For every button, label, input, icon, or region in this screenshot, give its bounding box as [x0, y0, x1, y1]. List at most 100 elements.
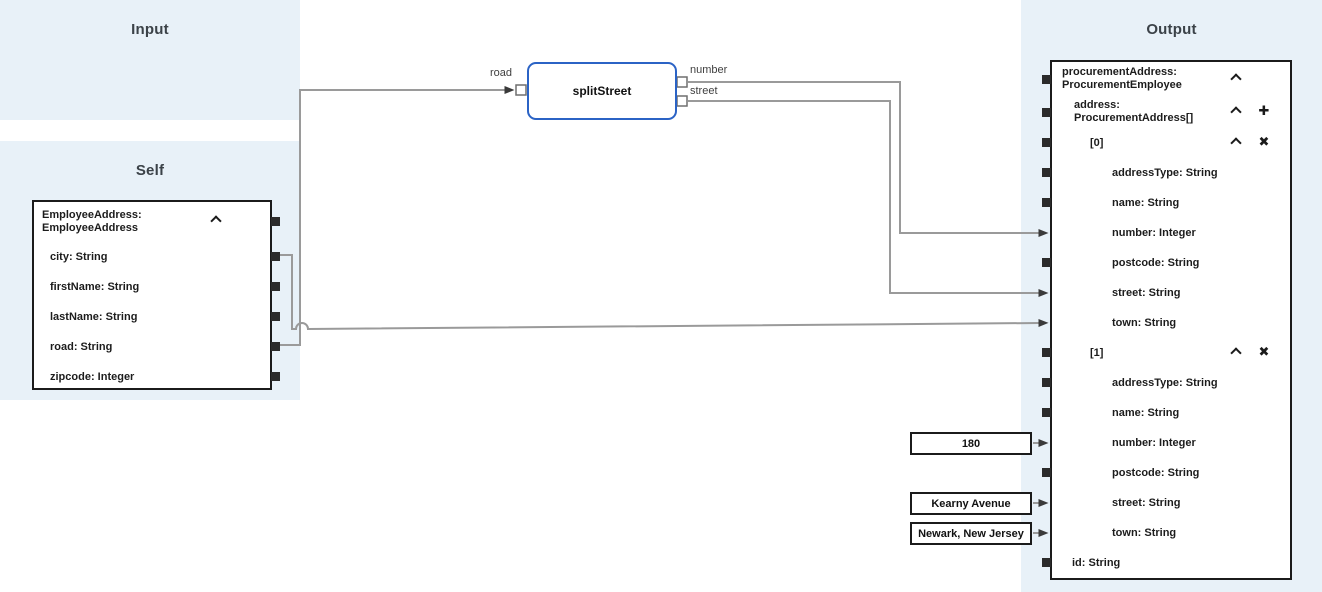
connector-port[interactable]	[1042, 558, 1051, 567]
function-name: splitStreet	[572, 84, 632, 98]
tree-row-firstname[interactable]: firstName: String	[34, 272, 280, 302]
self-tree-box: EmployeeAddress: EmployeeAddress city: S…	[32, 200, 280, 392]
row-label: lastName: String	[50, 311, 138, 323]
connector-port[interactable]	[271, 312, 280, 321]
input-panel: Input	[0, 0, 300, 120]
connector-port[interactable]	[1042, 75, 1051, 84]
row-label: road: String	[50, 341, 113, 353]
x-icon[interactable]: ✖	[1258, 345, 1270, 360]
tree-row-id[interactable]: id: String	[1042, 548, 1290, 578]
tree-row-postcode-0[interactable]: postcode: String	[1042, 248, 1290, 278]
tree-row-name-0[interactable]: name: String	[1042, 188, 1290, 218]
row-label-group: address: ProcurementAddress[]	[1074, 99, 1193, 125]
tree-row-town-1[interactable]: town: String	[1052, 518, 1290, 548]
tree-row-town-0[interactable]: town: String	[1052, 308, 1290, 338]
connector-port[interactable]	[1042, 108, 1051, 117]
row-label: city: String	[50, 251, 108, 263]
connector-port[interactable]	[271, 372, 280, 381]
connector-port[interactable]	[271, 282, 280, 291]
row-label-group: EmployeeAddress: EmployeeAddress	[42, 209, 142, 235]
row-label: firstName: String	[50, 281, 140, 293]
row-label: addressType: String	[1112, 377, 1218, 389]
input-panel-title: Input	[131, 21, 169, 38]
tree-row-employeeaddress[interactable]: EmployeeAddress: EmployeeAddress	[34, 202, 280, 242]
tree-row-postcode-1[interactable]: postcode: String	[1042, 458, 1290, 488]
row-label: postcode: String	[1112, 257, 1200, 269]
function-node-splitstreet[interactable]: splitStreet	[527, 62, 677, 120]
row-label-line2: ProcurementAddress[]	[1074, 112, 1194, 124]
collapse-chevron-icon[interactable]	[1230, 137, 1242, 149]
tree-row-lastname[interactable]: lastName: String	[34, 302, 280, 332]
row-label-group: procurementAddress: ProcurementEmployee	[1062, 66, 1182, 92]
tree-row-item-0[interactable]: [0] ✖	[1042, 128, 1290, 158]
connector-port[interactable]	[1042, 198, 1051, 207]
tree-row-addresstype-0[interactable]: addressType: String	[1042, 158, 1290, 188]
row-label: street: String	[1112, 497, 1181, 509]
row-label-line1: procurementAddress:	[1062, 66, 1177, 78]
constant-box-newark-new-jersey[interactable]: Newark, New Jersey	[910, 522, 1032, 545]
connector-port[interactable]	[1042, 348, 1051, 357]
row-label-line1: address:	[1074, 99, 1120, 111]
row-label-line2: EmployeeAddress	[42, 222, 138, 234]
constant-box-180[interactable]: 180	[910, 432, 1032, 455]
function-output-port-number[interactable]	[676, 76, 688, 88]
row-label: [0]	[1090, 137, 1104, 149]
row-label: [1]	[1090, 347, 1104, 359]
collapse-chevron-icon[interactable]	[1230, 347, 1242, 359]
row-label: postcode: String	[1112, 467, 1200, 479]
tree-row-city[interactable]: city: String	[34, 242, 280, 272]
collapse-chevron-icon[interactable]	[210, 215, 222, 227]
tree-row-number-1[interactable]: number: Integer	[1052, 428, 1290, 458]
wire-number-to-number0[interactable]	[688, 81, 1049, 237]
self-panel-title: Self	[135, 162, 165, 179]
connector-port[interactable]	[271, 217, 280, 226]
constant-value: 180	[961, 437, 981, 450]
wire-road-to-splitstreet[interactable]	[277, 86, 515, 346]
row-label: town: String	[1112, 317, 1177, 329]
constant-box-kearny-avenue[interactable]: Kearny Avenue	[910, 492, 1032, 515]
connector-port[interactable]	[1042, 408, 1051, 417]
tree-row-procurementaddress[interactable]: procurementAddress: ProcurementEmployee	[1042, 62, 1290, 96]
connector-port[interactable]	[271, 252, 280, 261]
connector-port[interactable]	[271, 342, 280, 351]
tree-row-item-1[interactable]: [1] ✖	[1042, 338, 1290, 368]
tree-row-number-0[interactable]: number: Integer	[1052, 218, 1290, 248]
row-label-line1: EmployeeAddress:	[42, 209, 142, 221]
x-icon[interactable]: ✖	[1258, 135, 1270, 150]
row-label: name: String	[1112, 197, 1180, 209]
function-input-port[interactable]	[515, 84, 527, 96]
connector-port[interactable]	[1042, 168, 1051, 177]
tree-row-road[interactable]: road: String	[34, 332, 280, 362]
plus-icon[interactable]: ✚	[1258, 104, 1270, 119]
tree-row-name-1[interactable]: name: String	[1042, 398, 1290, 428]
port-label-street: street	[690, 85, 718, 97]
row-label: street: String	[1112, 287, 1181, 299]
connector-port[interactable]	[1042, 138, 1051, 147]
constant-value: Newark, New Jersey	[918, 527, 1024, 540]
tree-row-zipcode[interactable]: zipcode: Integer	[34, 362, 280, 392]
output-tree-box: procurementAddress: ProcurementEmployee …	[1042, 60, 1292, 580]
row-label: zipcode: Integer	[50, 371, 135, 383]
connector-port[interactable]	[1042, 378, 1051, 387]
row-label-line2: ProcurementEmployee	[1062, 79, 1182, 91]
tree-row-address[interactable]: address: ProcurementAddress[] ✚	[1042, 96, 1290, 128]
row-label: id: String	[1072, 557, 1121, 569]
tree-row-street-1[interactable]: street: String	[1052, 488, 1290, 518]
wire-city-to-town0[interactable]	[277, 254, 1049, 331]
tree-row-addresstype-1[interactable]: addressType: String	[1042, 368, 1290, 398]
row-label: addressType: String	[1112, 167, 1218, 179]
row-label: number: Integer	[1112, 437, 1196, 449]
tree-row-street-0[interactable]: street: String	[1052, 278, 1290, 308]
connector-port[interactable]	[1042, 468, 1051, 477]
row-label: town: String	[1112, 527, 1177, 539]
wire-street-to-street0[interactable]	[688, 100, 1049, 297]
output-panel-title: Output	[1146, 21, 1197, 38]
collapse-chevron-icon[interactable]	[1230, 106, 1242, 118]
function-output-port-street[interactable]	[676, 95, 688, 107]
connector-port[interactable]	[1042, 258, 1051, 267]
collapse-chevron-icon[interactable]	[1230, 73, 1242, 85]
row-label: number: Integer	[1112, 227, 1196, 239]
port-label-road: road	[489, 67, 512, 79]
port-label-number: number	[690, 64, 728, 76]
